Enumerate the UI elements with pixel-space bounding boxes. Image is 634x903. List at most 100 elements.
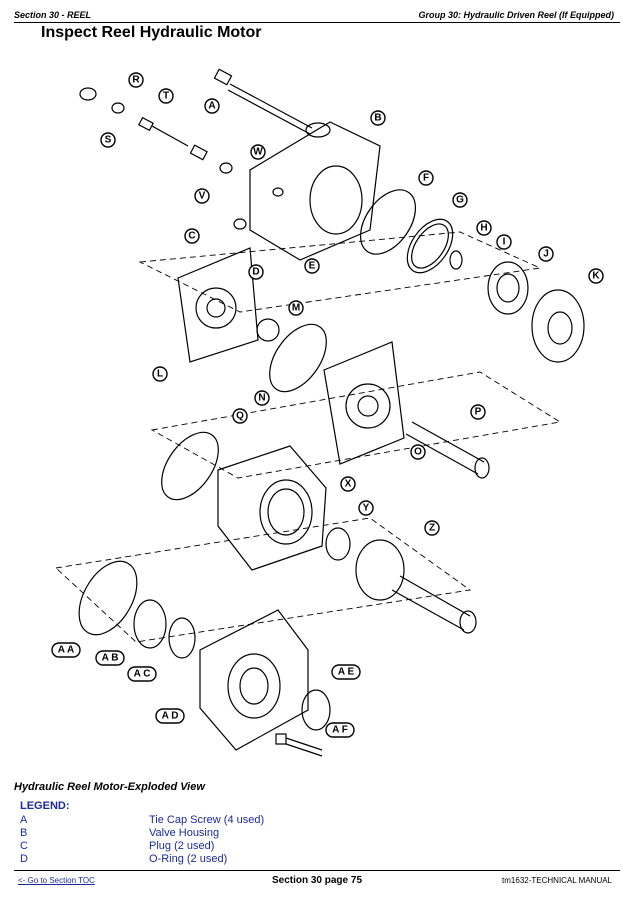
callout-c: C	[184, 228, 200, 244]
callout-r: R	[128, 72, 144, 88]
callout-label: S	[105, 135, 112, 146]
cap-screw-af	[275, 733, 323, 757]
callout-label: R	[132, 75, 140, 86]
callout-label: M	[292, 303, 300, 314]
callout-d: D	[248, 264, 264, 280]
group-header: Group 30: Hydraulic Driven Reel (If Equi…	[418, 10, 614, 20]
washer-y	[325, 527, 351, 561]
legend-key: D	[20, 853, 28, 865]
callout-label: Z	[429, 523, 435, 534]
callout-q: Q	[232, 408, 248, 424]
callout-ad: A D	[155, 708, 185, 724]
splined-shaft-p	[405, 421, 490, 479]
callout-label: A E	[338, 667, 355, 678]
header-divider	[14, 22, 620, 23]
assembly-plane-middle	[150, 371, 562, 479]
seal-ab	[133, 599, 167, 649]
assembly-plane-lower	[55, 517, 472, 643]
page-title: Inspect Reel Hydraulic Motor	[41, 24, 262, 41]
legend-key: B	[20, 827, 28, 839]
tie-cap-screw	[213, 68, 313, 135]
rotor-housing	[323, 341, 405, 465]
callout-a: A	[204, 98, 220, 114]
legend-row: A Tie Cap Screw (4 used)	[20, 814, 420, 827]
callout-ab: A B	[95, 650, 125, 666]
callout-label: A F	[332, 725, 348, 736]
callout-label: B	[374, 113, 381, 124]
figure-caption: Hydraulic Reel Motor-Exploded View	[14, 781, 205, 793]
legend-key: A	[20, 814, 28, 826]
callout-e: E	[304, 258, 320, 274]
callout-t: T	[158, 88, 174, 104]
plate-k	[531, 289, 585, 363]
callout-label: N	[258, 393, 265, 404]
plate-k-inner	[547, 311, 573, 345]
legend-value: O-Ring (2 used)	[149, 853, 228, 865]
section-toc-link[interactable]: <- Go to Section TOC	[18, 876, 95, 885]
callout-group: A B C D R T S W V E F G H I J K L M N O P Q XY Z A A A B A C A D A E…	[51, 72, 604, 738]
callout-label: Q	[236, 411, 244, 422]
callout-label: D	[252, 267, 259, 278]
callout-label: O	[414, 447, 422, 458]
callout-label: T	[163, 91, 169, 102]
callout-label: C	[188, 231, 195, 242]
o-ring-q	[161, 431, 219, 501]
washer-h	[449, 250, 463, 270]
ring-g-inner	[411, 223, 449, 269]
callout-label: F	[423, 173, 429, 184]
legend-heading: LEGEND:	[20, 800, 70, 812]
legend-row: C Plug (2 used)	[20, 840, 420, 853]
callout-f: F	[418, 170, 434, 186]
callout-i: I	[496, 234, 512, 250]
callout-label: H	[480, 223, 487, 234]
callout-label: I	[503, 237, 506, 248]
callout-ae: A E	[331, 664, 361, 680]
o-ring-ae	[301, 689, 331, 731]
output-shaft	[355, 539, 477, 634]
o-ring-n	[269, 323, 327, 393]
valve-housing	[249, 121, 381, 261]
legend-value: Tie Cap Screw (4 used)	[149, 814, 265, 826]
callout-label: A A	[58, 645, 74, 656]
callout-x: X	[340, 476, 356, 492]
manual-id: tm1632-TECHNICAL MANUAL	[502, 876, 612, 885]
callout-s: S	[100, 132, 116, 148]
callout-o: O	[410, 444, 426, 460]
callout-w: W	[250, 144, 266, 160]
callout-aa: A A	[51, 642, 81, 658]
footer-divider	[14, 870, 620, 871]
callout-v: V	[194, 188, 210, 204]
valve-spool-parts	[79, 87, 247, 230]
ring-g	[406, 218, 454, 274]
seal-ac	[168, 617, 196, 659]
callout-label: A	[208, 101, 215, 112]
callout-af: A F	[325, 722, 355, 738]
callout-label: A C	[134, 669, 151, 680]
callout-label: A D	[162, 711, 179, 722]
page-number: Section 30 page 75	[271, 875, 363, 886]
callout-g: G	[452, 192, 468, 208]
legend-key: C	[20, 840, 28, 852]
o-ring-aa	[78, 560, 138, 636]
callout-z: Z	[424, 520, 440, 536]
callout-label: W	[253, 147, 263, 158]
callout-label: L	[157, 369, 163, 380]
callout-label: G	[456, 195, 464, 206]
callout-label: Y	[363, 503, 370, 514]
bearing-j	[487, 261, 529, 315]
gear-m	[256, 318, 280, 342]
callout-h: H	[476, 220, 492, 236]
callout-label: V	[199, 191, 206, 202]
section-header: Section 30 - REEL	[14, 10, 92, 20]
assembly-plane-upper	[138, 231, 542, 313]
exploded-view-drawing: A B C D R T S W V E F G H I J K L M N O P Q XY Z A A A B A C A D A E…	[51, 68, 604, 757]
legend-value: Plug (2 used)	[149, 840, 215, 852]
callout-p: P	[470, 404, 486, 420]
callout-j: J	[538, 246, 554, 262]
callout-label: E	[309, 261, 316, 272]
callout-label: K	[592, 271, 600, 282]
callout-b: B	[370, 110, 386, 126]
port-plate	[177, 247, 259, 363]
callout-label: P	[475, 407, 482, 418]
mounting-flange	[199, 609, 309, 751]
